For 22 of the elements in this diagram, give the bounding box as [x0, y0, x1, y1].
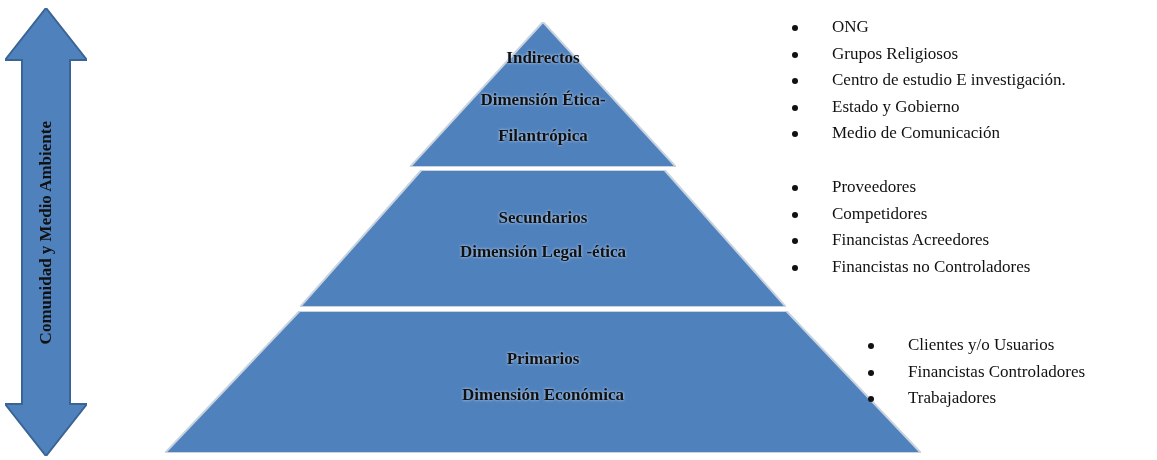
list-item: Grupos Religiosos — [832, 43, 959, 63]
pyramid-tier — [410, 22, 676, 167]
tier-title: Indirectos — [506, 47, 580, 69]
list-item: Financistas no Controladores — [832, 256, 1031, 276]
list-item: Competidores — [832, 203, 928, 223]
tier-subtitle: Dimensión Legal -ética — [459, 241, 627, 263]
list-item: Medio de Comunicación — [832, 123, 1001, 142]
list-item: Centro de estudio E investigación. — [832, 70, 1066, 89]
vertical-label: Comunidad y Medio Ambiente — [36, 120, 56, 344]
double-arrow — [5, 8, 87, 456]
list-item: Proveedores — [832, 177, 917, 196]
list-item: Trabajadores — [908, 388, 997, 407]
list-item: ONG — [832, 17, 869, 36]
tier-subtitle: Dimensión Económica — [462, 384, 624, 406]
tier-subtitle: Dimensión Ética- Filantrópica — [479, 89, 607, 147]
pyramid-tier — [300, 170, 786, 307]
list-item: Estado y Gobierno — [832, 96, 960, 116]
tier-title: Primarios — [506, 348, 580, 370]
list-item: Clientes y/o Usuarios — [908, 335, 1055, 354]
list-item: Financistas Acreedores — [832, 230, 990, 249]
list-item: Financistas Controladores — [908, 361, 1086, 381]
tier-title: Secundarios — [498, 207, 588, 229]
